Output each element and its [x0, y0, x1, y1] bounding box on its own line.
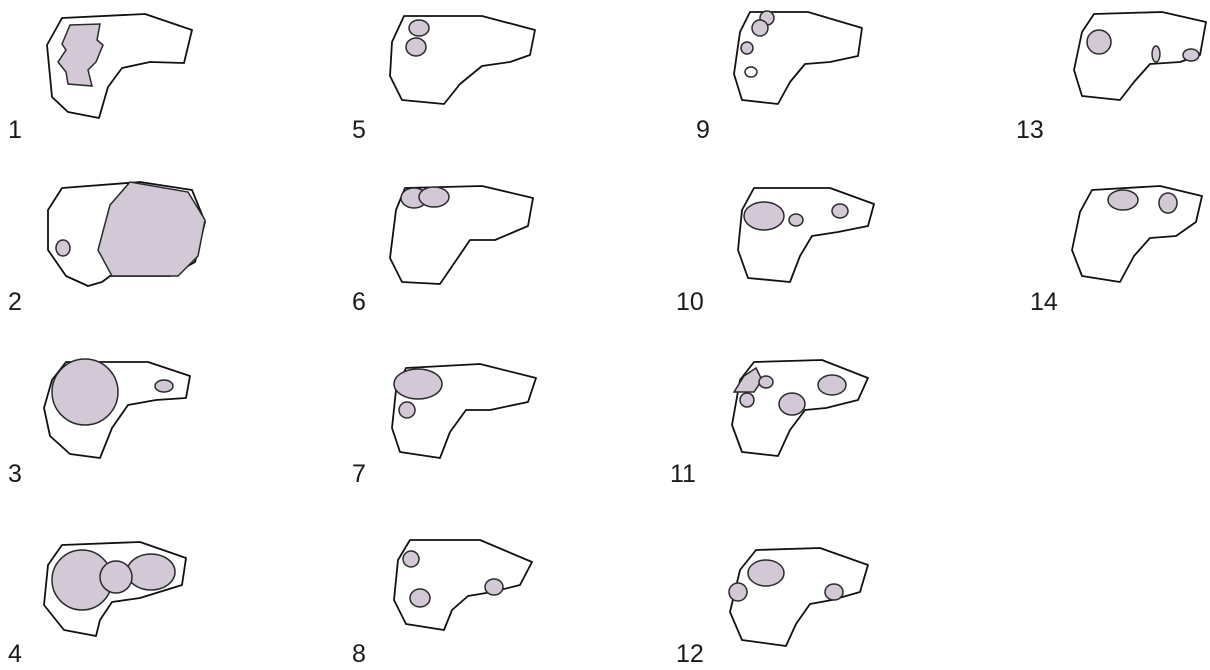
- lesion: [1152, 46, 1160, 62]
- panel-11: 11: [670, 360, 868, 488]
- lesion: [410, 589, 430, 607]
- lesion: [399, 402, 415, 418]
- lesion: [832, 204, 848, 218]
- lesion: [56, 240, 70, 256]
- panel-label: 3: [8, 460, 22, 488]
- panel-2: 2: [8, 182, 205, 316]
- lesion: [1087, 30, 1111, 54]
- lesion: [485, 579, 503, 595]
- lesion: [155, 380, 173, 392]
- lesion: [748, 560, 784, 586]
- panel-label: 14: [1030, 288, 1058, 316]
- lesion: [789, 214, 803, 226]
- lesion: [741, 42, 753, 54]
- lesion: [409, 20, 429, 36]
- panel-13: 13: [1016, 12, 1206, 144]
- panel-label: 1: [8, 116, 22, 144]
- lesion: [1183, 49, 1199, 61]
- panel-label: 10: [676, 288, 704, 316]
- lesion: [394, 369, 442, 399]
- lesion: [745, 67, 757, 77]
- lesion: [729, 583, 747, 601]
- lesion: [759, 376, 773, 388]
- panel-10: 10: [676, 188, 874, 316]
- panel-label: 11: [670, 460, 696, 488]
- panel-label: 4: [8, 640, 22, 668]
- panel-9: 9: [696, 11, 862, 144]
- lesion: [100, 561, 132, 593]
- lesion: [818, 375, 846, 395]
- lesion: [1159, 193, 1177, 213]
- panel-label: 13: [1016, 116, 1044, 144]
- panel-label: 8: [352, 640, 366, 668]
- lesion: [419, 187, 449, 207]
- panel-label: 2: [8, 288, 22, 316]
- lesion: [744, 202, 784, 230]
- panel-8: 8: [352, 540, 532, 668]
- panel-label: 12: [676, 640, 704, 668]
- lesion: [779, 393, 805, 415]
- lesion: [740, 393, 754, 407]
- panel-7: 7: [352, 364, 536, 488]
- panel-4: 4: [8, 542, 186, 668]
- panel-6: 6: [352, 186, 533, 316]
- panel-1: 1: [8, 14, 192, 144]
- panel-label: 7: [352, 460, 366, 488]
- lesion: [403, 551, 419, 567]
- lesion: [752, 20, 768, 36]
- lesion: [52, 359, 118, 425]
- lesion: [825, 584, 843, 600]
- panel-14: 14: [1030, 186, 1202, 316]
- panel-5: 5: [352, 16, 535, 144]
- panel-label: 9: [696, 116, 710, 144]
- panel-3: 3: [8, 359, 190, 488]
- panel-12: 12: [676, 548, 868, 668]
- lesion: [1108, 190, 1138, 210]
- panel-label: 6: [352, 288, 366, 316]
- panel-label: 5: [352, 116, 366, 144]
- lesion: [127, 554, 175, 590]
- lesion: [406, 38, 426, 56]
- organ-outline: [730, 548, 868, 646]
